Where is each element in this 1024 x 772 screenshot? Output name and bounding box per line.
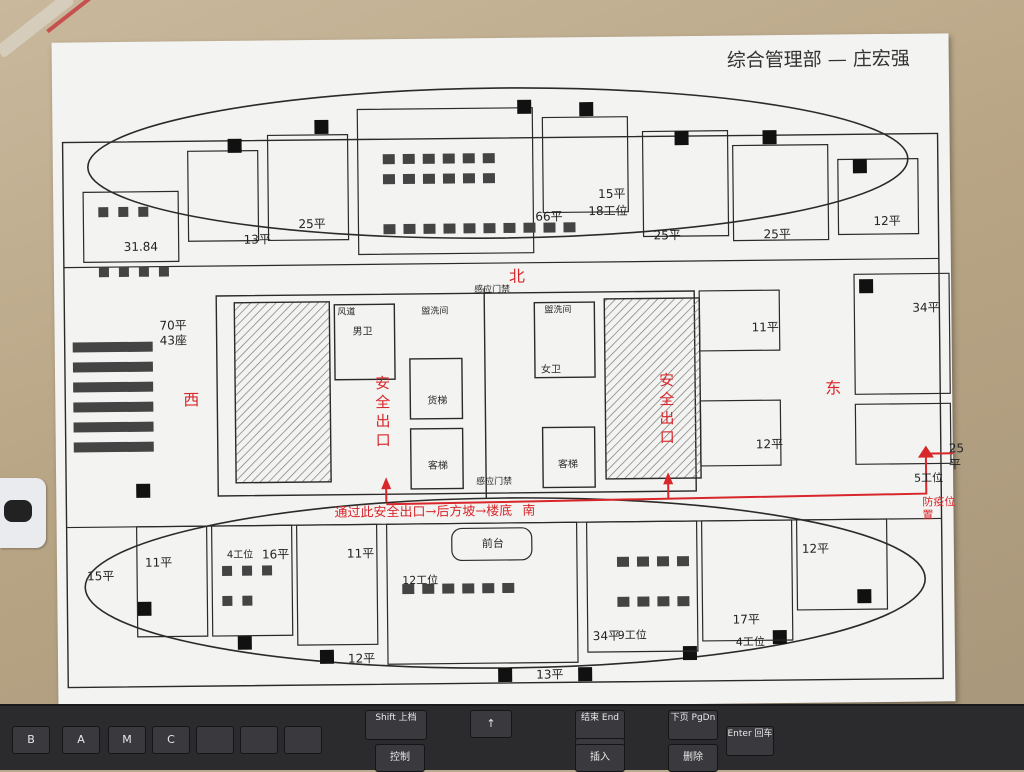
- area-label: 15平: [87, 567, 114, 584]
- womens-wc-label: 女卫: [541, 362, 561, 375]
- exit-arrow-west: [381, 477, 391, 489]
- ruler-slot: [4, 500, 32, 522]
- key-shift[interactable]: Shift 上档: [365, 710, 427, 740]
- escape-route-note: 通过此安全出口→后方坡→楼底 南: [334, 500, 535, 521]
- east-label: 东: [825, 374, 841, 398]
- area-label: 12工位: [402, 572, 438, 588]
- key-dash-3[interactable]: [284, 726, 322, 754]
- floor-plan-drawing: 货梯 客梯 客梯 男卫 女卫 盥洗间 盥洗间 感应门禁 感应门禁 风道: [52, 33, 956, 710]
- area-label: 15平: [598, 185, 625, 202]
- front-desk-label: 前台: [482, 535, 504, 551]
- wash-right-label: 盥洗间: [544, 303, 571, 315]
- passenger-lift-2-label: 客梯: [558, 457, 578, 470]
- area-label: 16平: [262, 545, 289, 562]
- freight-lift-label: 货梯: [427, 394, 447, 407]
- area-label: 66平: [535, 207, 562, 224]
- assembly-marker: [918, 445, 934, 457]
- key-b[interactable]: B: [12, 726, 50, 754]
- area-label: 12平: [873, 212, 900, 229]
- key-up[interactable]: ↑: [470, 710, 512, 738]
- area-label: 4工位: [227, 546, 254, 561]
- area-label: 17平: [733, 610, 760, 627]
- access-door-bottom: 感应门禁: [476, 475, 512, 487]
- assembly-note: 防疫位置: [922, 495, 960, 521]
- area-label: 12平: [756, 435, 783, 452]
- key-dash-1[interactable]: [196, 726, 234, 754]
- key-a[interactable]: A: [62, 726, 100, 754]
- west-open-office: [73, 342, 154, 453]
- area-label: 5工位: [914, 469, 943, 485]
- area-label: 18工位: [588, 202, 627, 219]
- key-c[interactable]: C: [152, 726, 190, 754]
- area-label: 25平: [298, 215, 325, 232]
- floor-plan-sheet: 货梯 客梯 客梯 男卫 女卫 盥洗间 盥洗间 感应门禁 感应门禁 风道: [52, 33, 956, 710]
- sheet-title: 综合管理部 — 庄宏强: [727, 44, 910, 73]
- west-label: 西: [183, 386, 199, 410]
- key-m[interactable]: M: [108, 726, 146, 754]
- area-label: 9工位: [618, 627, 647, 643]
- area-label: 43座: [160, 331, 187, 348]
- wind-shaft-label: 风道: [337, 306, 355, 318]
- area-label: 25平: [949, 441, 965, 472]
- key-enter[interactable]: Enter 回车: [726, 726, 774, 756]
- ruler-clip: [0, 478, 46, 548]
- key-pgdn[interactable]: 下页 PgDn: [668, 710, 718, 740]
- area-label: 12平: [802, 540, 829, 557]
- access-door-top: 感应门禁: [474, 283, 510, 295]
- area-label: 11平: [347, 544, 374, 561]
- keyboard: B A M C Shift 上档 ↑ 结束 End 下页 PgDn Enter …: [0, 704, 1024, 770]
- safe-exit-east: 安全出口: [659, 371, 676, 447]
- north-label: 北: [509, 263, 525, 287]
- building-core: [216, 286, 701, 501]
- area-label: 11平: [145, 553, 172, 570]
- north-workstations: [98, 152, 576, 277]
- north-offices: [62, 103, 939, 267]
- passenger-lift-1-label: 客梯: [428, 459, 448, 472]
- area-label: 4工位: [736, 633, 765, 649]
- area-label: 25平: [763, 225, 790, 242]
- key-end[interactable]: 结束 End: [575, 710, 625, 740]
- safe-exit-west: 安全出口: [375, 374, 392, 450]
- key-dash-2[interactable]: [240, 726, 278, 754]
- area-label: 25平: [653, 226, 680, 243]
- wash-left-label: 盥洗间: [421, 305, 448, 317]
- mens-wc-label: 男卫: [353, 325, 373, 337]
- area-label: 31.84: [124, 240, 159, 254]
- area-label: 34平: [912, 298, 939, 315]
- area-label: 13平: [244, 230, 271, 247]
- area-label: 12平: [348, 649, 375, 666]
- area-label: 34平: [593, 627, 620, 644]
- area-label: 13平: [536, 665, 563, 682]
- area-label: 11平: [751, 318, 778, 335]
